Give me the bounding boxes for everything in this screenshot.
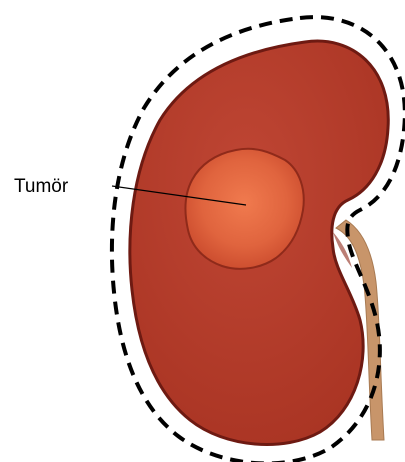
tumor-label: Tumör	[14, 176, 69, 197]
